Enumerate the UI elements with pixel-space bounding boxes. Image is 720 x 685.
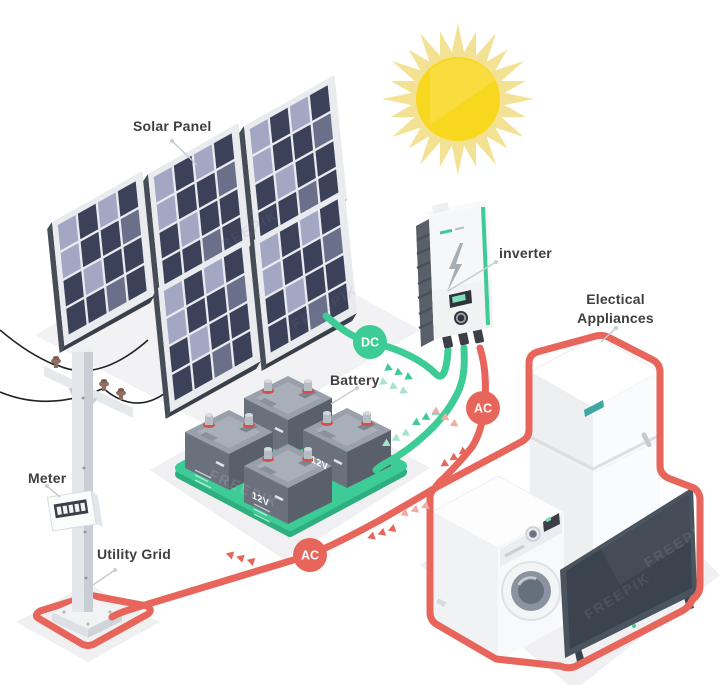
fridge-label [584, 400, 604, 417]
sun-icon [382, 23, 534, 175]
leader-lines [44, 138, 619, 590]
meter-device [46, 489, 103, 532]
meter-label: Meter [28, 470, 67, 486]
ac-badge-text: AC [301, 549, 319, 563]
solar-panel-label: Solar Panel [133, 118, 212, 134]
inverter-device [416, 200, 493, 349]
dc-badge-text: DC [361, 336, 379, 350]
washing-machine [430, 475, 566, 661]
lightning-bolt-icon [447, 243, 463, 292]
insulator-icons [51, 356, 126, 400]
appliances-label-line2: Appliances [577, 309, 654, 326]
ac-badge-grid: AC [293, 538, 327, 572]
inverter-green-stripe [481, 206, 490, 326]
utility-pole [0, 329, 169, 649]
dc-badge: DC [353, 325, 387, 359]
ac-badge-inverter: AC [466, 391, 500, 425]
appliances-label-line1: Electical [586, 291, 645, 307]
ac-wires [108, 331, 704, 672]
fridge-handle [641, 432, 652, 448]
dc-wires [322, 312, 468, 474]
appliances-label: Electical Appliances [558, 290, 673, 328]
tv-led [632, 624, 636, 628]
utility-grid-label: Utility Grid [97, 546, 171, 562]
battery-label: Battery [330, 372, 380, 388]
ac-badge-text: AC [474, 402, 492, 416]
inverter-label: inverter [499, 245, 552, 261]
tv: FREEPIK FREEPIK [560, 487, 713, 667]
washer-door [501, 561, 561, 621]
